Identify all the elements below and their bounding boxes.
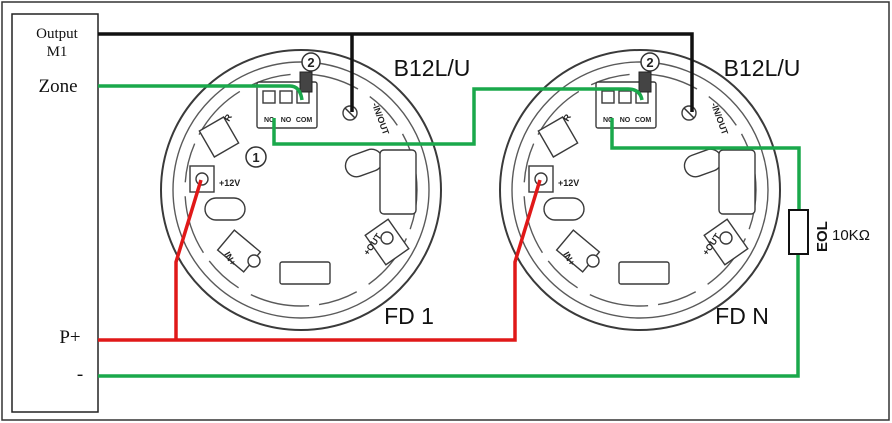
relay-nc-label: NC (264, 117, 274, 124)
base-window (279, 261, 331, 285)
terminal-r-label: R (561, 112, 573, 123)
relay-screw-nc (601, 90, 615, 104)
terminal-out-plus-screw (719, 231, 733, 245)
callout-2-circle (640, 52, 660, 72)
relay-screw-no (618, 90, 632, 104)
control-panel-box (11, 13, 99, 413)
terminal-r-label: R (222, 112, 234, 123)
power-wire (98, 179, 542, 342)
terminal-12v-label: +12V (558, 178, 579, 188)
base-name-label: FD N (715, 303, 769, 329)
callout-1: 1 (252, 150, 259, 165)
terminal-12v-label: +12V (219, 178, 240, 188)
base-latch (718, 149, 756, 215)
base-model-label: B12L/U (394, 55, 471, 81)
base-name-label: FD 1 (384, 303, 434, 329)
relay-com-label: COM (296, 117, 313, 124)
terminal-12v-screw (534, 172, 548, 186)
eol-value-label: 10KΩ (832, 227, 870, 244)
pplus-label: P+ (59, 327, 80, 348)
jumper (638, 71, 652, 93)
minus-label: - (77, 364, 83, 385)
callout-2: 2 (646, 55, 653, 70)
terminal-r-block (198, 116, 240, 158)
detector-base-fd1: NC NO COM 2 -IN/OUT R 1 +12V IN+ +OUT B1 (160, 49, 471, 331)
base-window (618, 261, 670, 285)
zone-wire (98, 84, 801, 210)
terminal-in-plus-screw (586, 254, 600, 268)
eol-resistor (788, 209, 809, 255)
jumper (299, 71, 313, 93)
relay-no-label: NO (281, 117, 292, 124)
relay-screw-no (279, 90, 293, 104)
callout-2-circle (301, 52, 321, 72)
detector-base-fdn: NC NO COM 2 -IN/OUT R +12V IN+ +OUT B12L… (499, 49, 801, 331)
terminal-r-block (537, 116, 579, 158)
base-inner-ring (511, 61, 769, 319)
relay-screw-nc (262, 90, 276, 104)
eol-label: EOL (814, 221, 831, 252)
output-wire (98, 32, 694, 112)
terminal-12v-screw (195, 172, 209, 186)
relay-nc-label: NC (603, 117, 613, 124)
negative-wire (98, 254, 800, 378)
m1-label: M1 (47, 44, 68, 60)
terminal-in-plus-screw (247, 254, 261, 268)
zone-label: Zone (38, 76, 77, 97)
base-model-label: B12L/U (724, 55, 801, 81)
callout-2: 2 (307, 55, 314, 70)
relay-no-label: NO (620, 117, 631, 124)
base-slot-left (204, 197, 246, 221)
output-label: Output (36, 26, 79, 42)
terminal-out-plus-screw (380, 231, 394, 245)
callout-1-circle (245, 146, 267, 168)
base-latch (379, 149, 417, 215)
base-slot-left (543, 197, 585, 221)
base-inner-ring (172, 61, 430, 319)
relay-com-label: COM (635, 117, 652, 124)
